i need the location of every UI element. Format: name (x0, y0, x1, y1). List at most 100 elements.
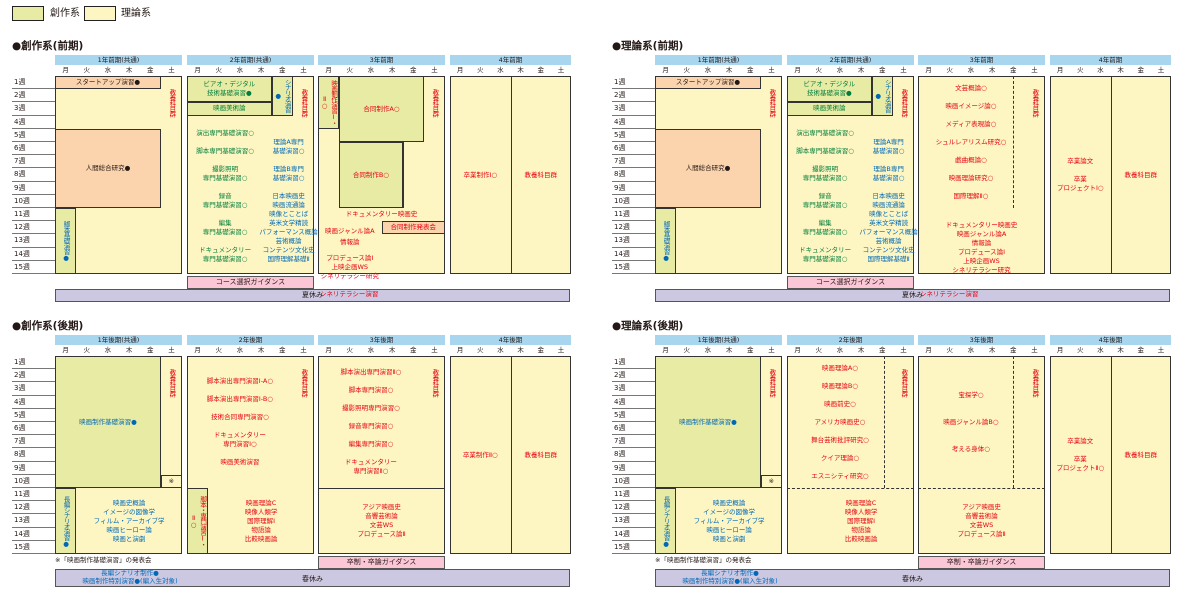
day-label: 火 (83, 346, 91, 354)
course-label: ビアオ・デジタル技術基礎演習● (203, 80, 256, 98)
day-label: 月 (1056, 346, 1064, 354)
week-label: 7週 (12, 435, 55, 449)
panel-title-rz: ●理論系(前期) (612, 40, 684, 52)
week-label: 3週 (12, 102, 55, 116)
day-label: 火 (815, 66, 823, 74)
day-label: 水 (236, 66, 244, 74)
day-label: 木 (725, 346, 733, 354)
day-label: 金 (279, 346, 286, 354)
week-label: 2週 (12, 89, 55, 103)
course-label: 教養科目群 (899, 88, 908, 117)
course-label: 教養科目群 (1030, 88, 1039, 117)
day-label: 水 (704, 346, 712, 354)
day-label: 木 (517, 66, 524, 74)
course-vertical: 教養科目群 (893, 76, 914, 129)
day-label: 木 (1117, 346, 1124, 354)
kome-block: ※ (160, 474, 182, 488)
course-label: 教養科目群 (1124, 450, 1158, 459)
panel-title-rk: ●理論系(後期) (612, 320, 684, 332)
day-label: 木 (125, 346, 133, 354)
week-label: 11週 (12, 488, 55, 502)
day-label: 土 (768, 66, 775, 74)
day-label: 金 (147, 346, 154, 354)
course-list: 演出専門基礎演習○脚本専門基礎演習○撮影照明専門基礎演習○録音専門基礎演習○編集… (787, 118, 863, 274)
day-label: 土 (1031, 66, 1038, 74)
course-label: ※ (168, 476, 175, 485)
day-label: 金 (279, 66, 286, 74)
course-label: 人間総合研究● (685, 163, 731, 172)
week-label: 15週 (612, 541, 655, 554)
day-label: 木 (257, 66, 265, 74)
day-label: 月 (456, 66, 464, 74)
day-label: 木 (988, 66, 996, 74)
course-label: 脚本・専門演習Ⅰ・Ⅱ○ (189, 495, 207, 547)
year-header: 1年前期(共通) (655, 55, 782, 65)
divider (1013, 76, 1015, 208)
day-label: 火 (83, 66, 91, 74)
day-label: 木 (388, 66, 396, 74)
course-label: 映画制作演習Ⅰ・Ⅱ○ (320, 79, 338, 126)
course-vertical: 教養科目群 (424, 356, 445, 409)
course-label: 教養科目群 (299, 88, 308, 117)
course-list: ドキュメンタリー映画史 (318, 208, 445, 221)
course-label: 教養科目群 (524, 450, 558, 459)
course-list: 教養科目群 (1111, 356, 1172, 554)
day-label: 土 (300, 66, 307, 74)
course-list: 演出専門基礎演習○脚本専門基礎演習○撮影照明専門基礎演習○録音専門基礎演習○編集… (187, 118, 263, 274)
course-label: ドキュメンタリー映画史 (345, 210, 418, 219)
week-label: 13週 (612, 514, 655, 528)
course-label: 教養科目群 (524, 170, 558, 179)
course-label: シナリオ演習● (874, 79, 892, 113)
day-label: 月 (794, 346, 801, 354)
jinmon-block: 人間総合研究● (55, 128, 161, 208)
year-header: 2年前期(共通) (787, 55, 914, 65)
week-label: 14週 (12, 248, 55, 261)
day-label: 金 (1137, 66, 1145, 74)
chohen-block: 長編シナリオ演習● (655, 488, 677, 554)
day-label: 木 (857, 66, 865, 74)
kome-block: ※ (760, 474, 782, 488)
course-label: 卒業論文卒業プロジェクトⅠ○ (1056, 157, 1104, 192)
week-label: 14週 (612, 528, 655, 541)
year-header: 1年後期(共通) (655, 335, 782, 345)
week-label: 1週 (12, 356, 55, 370)
day-label: 火 (477, 66, 484, 74)
course-vertical: 教養科目群 (161, 356, 182, 409)
divider (402, 142, 404, 208)
course-label: 教養科目群 (299, 368, 308, 397)
week-label: 12週 (12, 501, 55, 515)
day-label: 月 (325, 66, 332, 74)
day-label: 水 (836, 346, 844, 354)
day-label: 月 (62, 346, 69, 354)
week-label: 8週 (612, 168, 655, 182)
day-label: 月 (194, 66, 201, 74)
course-label: 長編シナリオ演習● (662, 495, 671, 547)
day-header-row: 月火水木金土 (918, 346, 1045, 355)
week-label: 4週 (612, 396, 655, 409)
course-list: 教養科目群 (511, 76, 572, 274)
day-label: 金 (1010, 346, 1017, 354)
course-label: 教養科目群 (430, 88, 439, 117)
day-label: 金 (537, 346, 545, 354)
spring-bar: 春休み (55, 569, 570, 587)
day-label: 水 (367, 66, 375, 74)
day-label: 水 (367, 346, 375, 354)
course-list: 文芸概論○映画イメージ論○メディア表現論○シュルレアリスム研究○戯曲概論○映画理… (918, 76, 1024, 208)
course-list: 卒業論文卒業プロジェクトⅠ○ (1050, 76, 1111, 274)
week-label: 9週 (12, 462, 55, 475)
day-label: 火 (346, 346, 354, 354)
course-list: 教養科目群 (511, 356, 572, 554)
day-label: 水 (1097, 66, 1104, 74)
thesis-guide-bar: 卒制・卒論ガイダンス (918, 556, 1045, 569)
day-header-row: 月火水木金土 (318, 346, 445, 355)
day-label: 火 (683, 66, 691, 74)
day-label: 木 (725, 66, 733, 74)
course-label: 人間総合研究● (85, 163, 131, 172)
day-label: 土 (431, 66, 438, 74)
eiga-enshu-block: 映画制作演習Ⅰ・Ⅱ○ (318, 76, 340, 129)
day-label: 土 (168, 66, 175, 74)
